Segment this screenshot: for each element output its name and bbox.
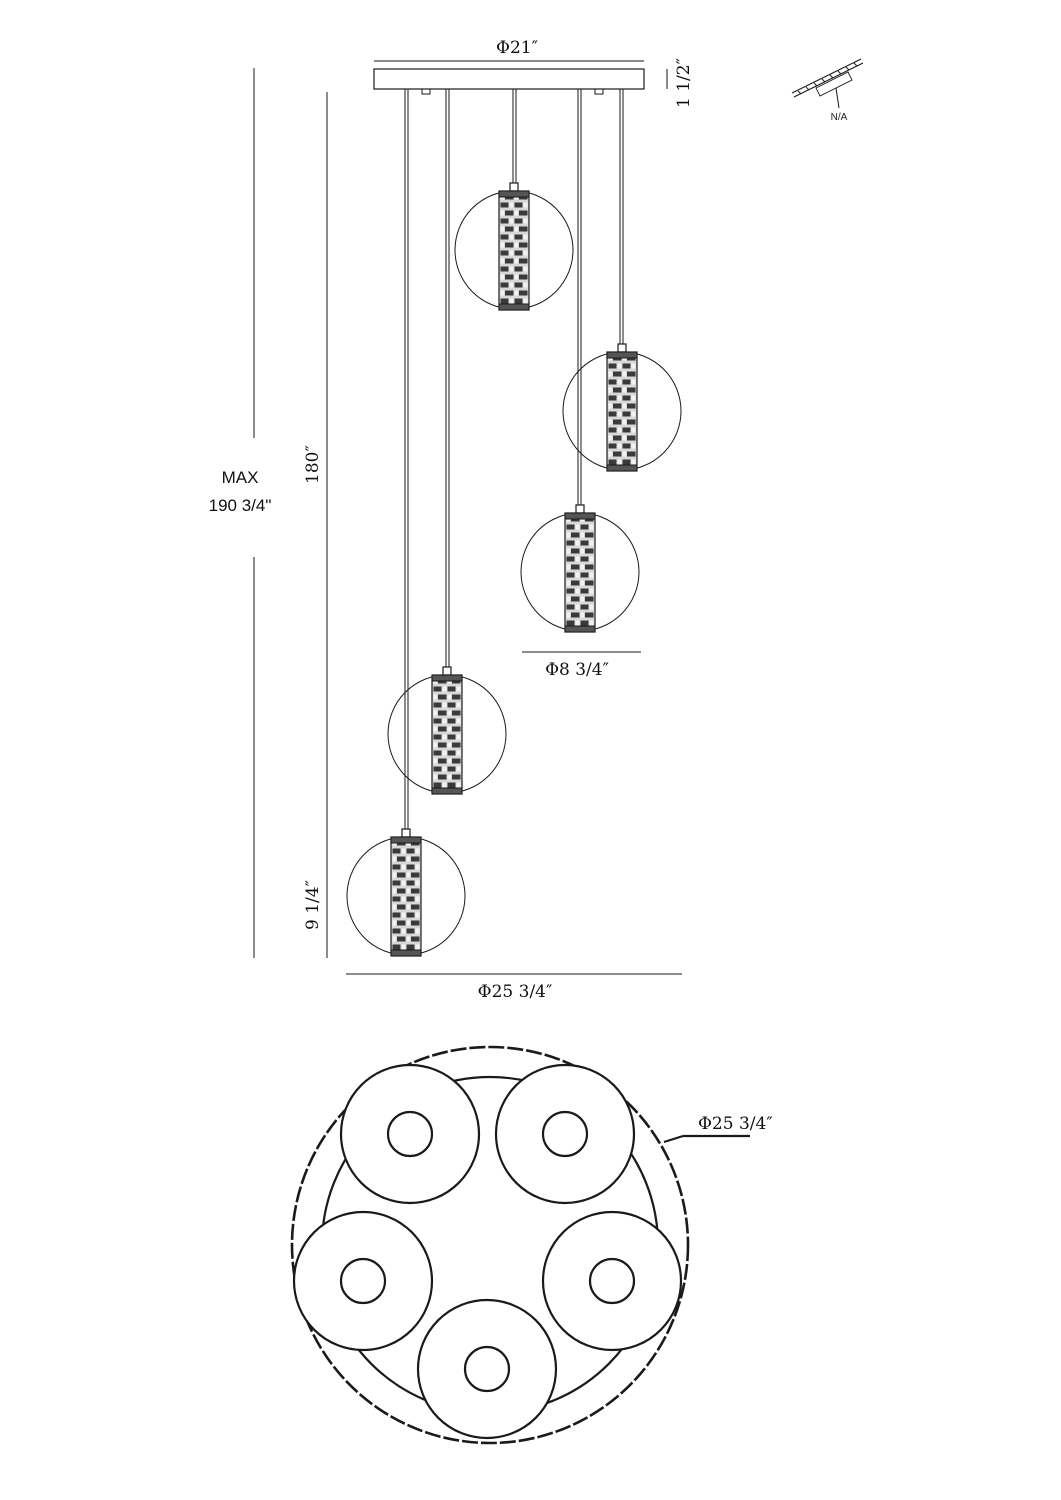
canopy-diameter-label: Φ21″ <box>496 38 538 58</box>
canopy-outline-top <box>290 1045 690 1445</box>
globe-height-label: 9 1/4″ <box>303 880 323 930</box>
side-elevation-view <box>253 60 682 975</box>
canopy-height-label: 1 1/2″ <box>674 58 694 108</box>
mount-type-label: N/A <box>831 112 848 123</box>
globe-top <box>416 1298 558 1440</box>
dimension-lines <box>253 60 682 975</box>
top-plan-view <box>290 1045 750 1445</box>
globe-diameter-label: Φ8 3/4″ <box>545 660 609 680</box>
globe-top <box>541 1210 683 1352</box>
top-view-diameter-label: Φ25 3/4″ <box>698 1114 773 1134</box>
pendant-globe <box>520 504 640 633</box>
globe-top <box>339 1063 481 1205</box>
sloped-ceiling-icon <box>791 58 864 109</box>
canopy <box>373 68 645 95</box>
overall-diameter-label: Φ25 3/4″ <box>478 982 553 1002</box>
globe-top <box>494 1063 636 1205</box>
cable-length-label: 180″ <box>303 445 323 484</box>
max-height-label-line1: MAX <box>222 468 259 487</box>
pendant-globe <box>387 666 507 795</box>
pendant-globe <box>562 343 682 472</box>
pendant-globe <box>454 182 574 311</box>
globe-top <box>292 1210 434 1352</box>
suspension-cables <box>404 89 624 829</box>
max-height-label-line2: 190 3/4" <box>209 496 272 515</box>
pendant-globe <box>346 828 466 957</box>
